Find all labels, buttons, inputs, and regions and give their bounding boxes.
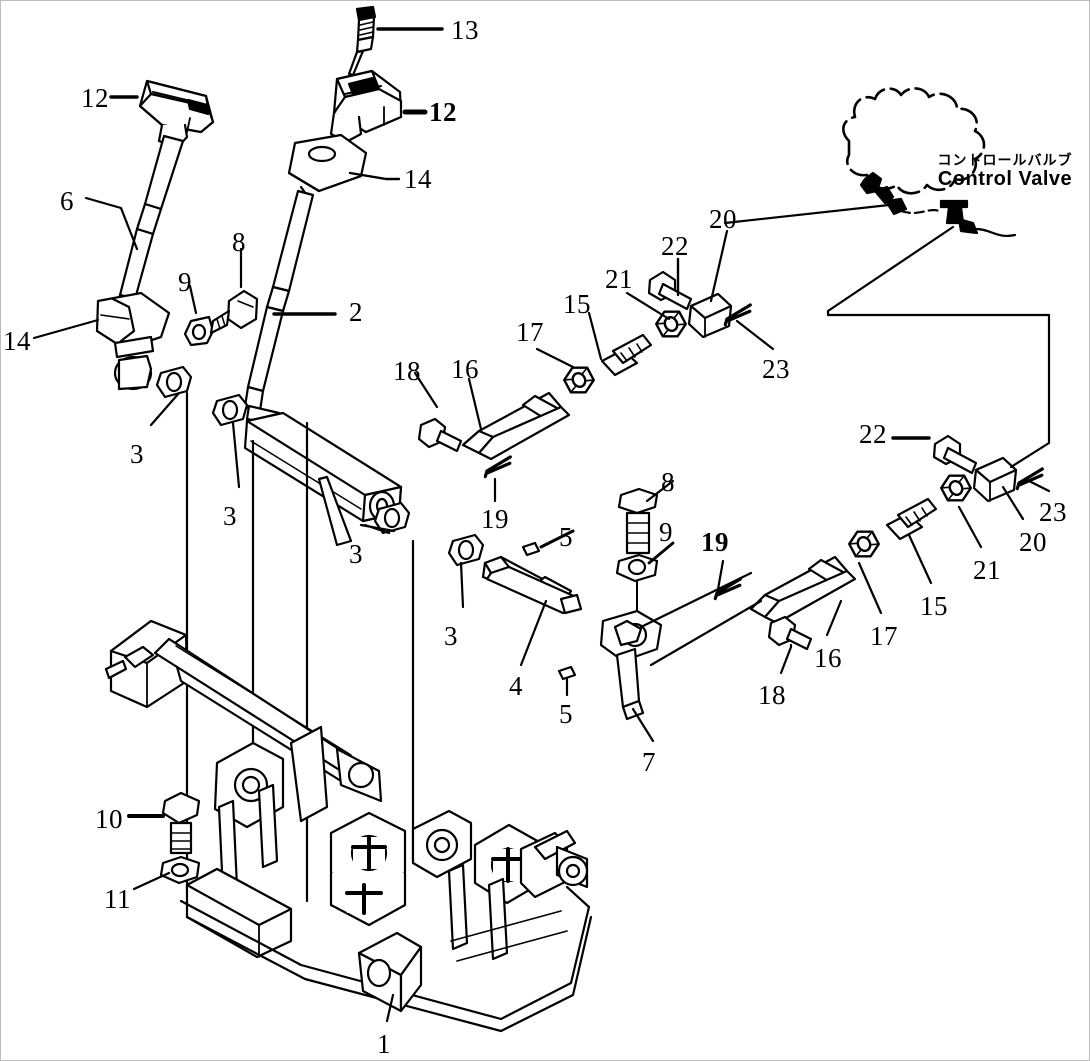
part-10-mounting-bolt <box>161 791 201 855</box>
part-8-bolt-left <box>209 289 259 335</box>
part-18-bolt-upper <box>417 417 463 453</box>
part-7-lever-bracket <box>599 609 663 721</box>
callout-14: 14 <box>404 164 432 194</box>
callout-23: 23 <box>1039 497 1067 527</box>
part-6-left-lever <box>114 134 185 324</box>
cross-shaft-tube <box>243 411 403 547</box>
callout-3: 3 <box>349 539 363 569</box>
part-1-base-frame <box>104 619 593 1033</box>
callout-19: 19 <box>481 504 509 534</box>
callout-18: 18 <box>393 356 421 386</box>
part-4-connecting-shaft <box>481 555 583 615</box>
callout-13: 13 <box>451 15 479 45</box>
callout-3: 3 <box>444 621 458 651</box>
part-13-knob-screw <box>347 5 377 77</box>
part-11-flat-washer <box>159 855 201 885</box>
part-12-left-knob <box>138 79 215 150</box>
control-valve-label-jp: コントロールバルブ <box>937 152 1073 168</box>
callout-20: 20 <box>709 204 737 234</box>
callout-12: 12 <box>81 83 109 113</box>
part-14-boot-upper <box>287 133 368 199</box>
callout-17: 17 <box>516 317 544 347</box>
left-lever-pivot <box>113 335 155 391</box>
callout-9: 9 <box>178 267 192 297</box>
upper-link-rod-assembly <box>461 270 733 461</box>
part-3-bushing-c <box>373 501 411 535</box>
callout-12: 12 <box>429 97 457 127</box>
callout-17: 17 <box>870 621 898 651</box>
part-9-washer-left <box>183 315 215 347</box>
callout-9: 9 <box>659 517 673 547</box>
part-3-bushing-a <box>155 365 193 399</box>
part-3-bushing-d <box>447 533 485 567</box>
part-12-right-knob <box>329 69 403 144</box>
callout-15: 15 <box>920 591 948 621</box>
callout-20: 20 <box>1019 527 1047 557</box>
callout-2: 2 <box>349 297 363 327</box>
callout-8: 8 <box>661 467 675 497</box>
part-3-bushing-b <box>211 393 249 427</box>
callout-6: 6 <box>60 186 74 216</box>
part-8-bolt-center <box>617 487 659 555</box>
callout-15: 15 <box>563 289 591 319</box>
lower-link-rod-assembly <box>749 434 1018 625</box>
callout-1: 1 <box>377 1029 391 1059</box>
control-valve-label-en: Control Valve <box>937 168 1073 191</box>
control-valve-linkage <box>723 171 1051 469</box>
callout-16: 16 <box>814 643 842 673</box>
part-18-bolt-lower <box>767 615 813 651</box>
callout-21: 21 <box>973 555 1001 585</box>
part-19-cotter-upper <box>480 455 516 479</box>
callout-5: 5 <box>559 699 573 729</box>
callout-11: 11 <box>104 884 131 914</box>
control-valve-cloud <box>842 87 986 195</box>
callout-22: 22 <box>859 419 887 449</box>
callout-22: 22 <box>661 231 689 261</box>
callout-3: 3 <box>130 439 144 469</box>
callout-21: 21 <box>605 264 633 294</box>
part-9-washer-center <box>615 553 659 583</box>
callout-7: 7 <box>642 747 656 777</box>
callout-8: 8 <box>232 227 246 257</box>
part-5-key-lower <box>557 665 577 681</box>
part-5-key-upper <box>521 541 541 557</box>
part-23-cotter-lower <box>1012 467 1048 491</box>
callout-3: 3 <box>223 501 237 531</box>
callout-4: 4 <box>509 671 523 701</box>
callout-16: 16 <box>451 354 479 384</box>
part-2-right-lever <box>243 189 315 427</box>
control-valve-label: コントロールバルブ Control Valve <box>925 152 1085 191</box>
callout-14: 14 <box>3 326 31 356</box>
callout-5: 5 <box>559 522 573 552</box>
callout-10: 10 <box>95 804 123 834</box>
callout-18: 18 <box>758 680 786 710</box>
callout-23: 23 <box>762 354 790 384</box>
callout-19: 19 <box>701 527 729 557</box>
